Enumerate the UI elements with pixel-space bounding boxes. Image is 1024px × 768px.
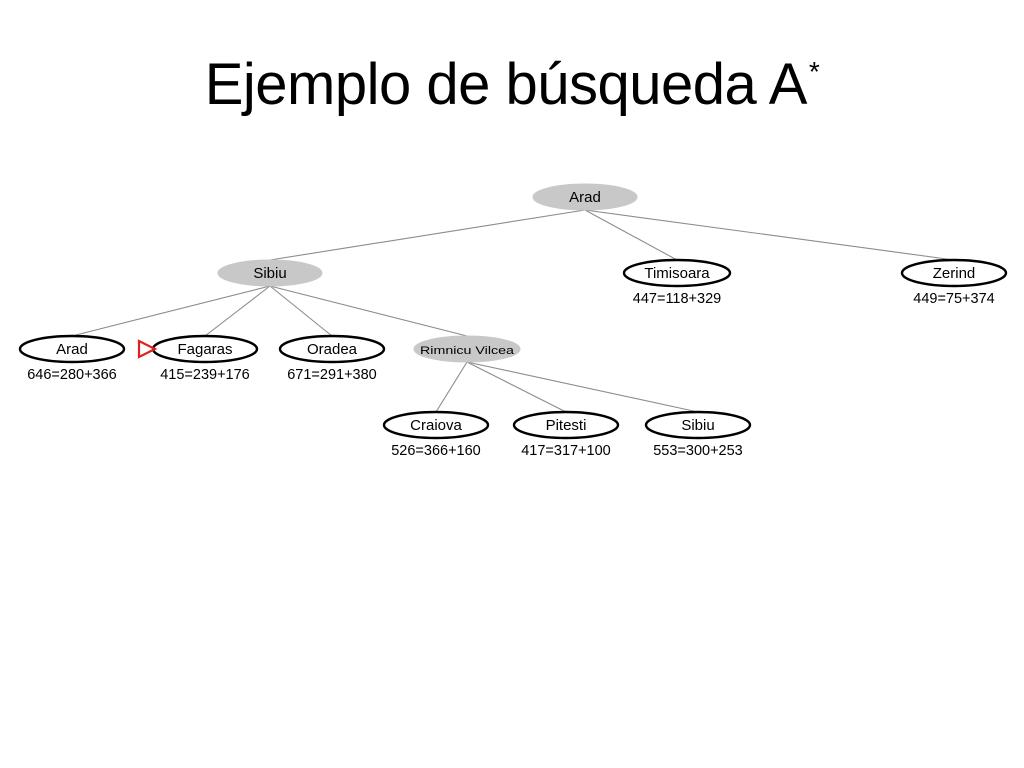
selection-arrow-icon	[137, 339, 158, 359]
tree-node-rimnicu: Rimnicu Vilcea	[413, 335, 521, 363]
edge-sibiu-to-arad_leaf	[71, 285, 271, 337]
node-cost-oradea: 671=291+380	[287, 367, 377, 383]
node-label-oradea: Oradea	[307, 341, 358, 358]
node-cost-fagaras: 415=239+176	[160, 367, 250, 383]
node-ellipse-timisoara	[622, 258, 732, 288]
tree-node-arad_root: Arad	[532, 183, 638, 211]
node-ellipse-zerind	[900, 258, 1008, 288]
tree-node-timisoara: Timisoara 447=118+329	[622, 258, 732, 307]
edge-sibiu-to-fagaras	[204, 285, 271, 337]
tree-node-sibiu: Sibiu	[217, 259, 323, 287]
edge-rimnicu-to-sibiu_leaf	[466, 361, 699, 413]
node-ellipse-arad_root	[532, 183, 638, 211]
node-label-pitesti: Pitesti	[546, 417, 587, 434]
edge-arad_root-to-timisoara	[584, 209, 678, 261]
node-label-fagaras: Fagaras	[177, 341, 232, 358]
node-label-sibiu: Sibiu	[253, 265, 286, 282]
node-ellipse-oradea	[278, 334, 386, 364]
edge-rimnicu-to-pitesti	[466, 361, 567, 413]
node-label-arad_root: Arad	[569, 189, 601, 206]
edge-rimnicu-to-craiova	[435, 361, 468, 413]
node-ellipse-sibiu	[217, 259, 323, 287]
node-ellipse-rimnicu	[413, 335, 521, 363]
node-label-timisoara: Timisoara	[644, 265, 710, 282]
tree-node-craiova: Craiova 526=366+160	[382, 410, 490, 459]
node-ellipse-pitesti	[512, 410, 620, 440]
tree-node-oradea: Oradea 671=291+380	[278, 334, 386, 383]
node-label-zerind: Zerind	[933, 265, 976, 282]
node-cost-zerind: 449=75+374	[913, 291, 994, 307]
node-label-craiova: Craiova	[410, 417, 462, 434]
edge-arad_root-to-zerind	[584, 209, 955, 261]
edge-sibiu-to-rimnicu	[269, 285, 468, 337]
edge-sibiu-to-oradea	[269, 285, 333, 337]
slide-title-superscript: *	[808, 56, 820, 87]
slide-title: Ejemplo de búsqueda A*	[0, 56, 1024, 114]
node-cost-pitesti: 417=317+100	[521, 443, 611, 459]
tree-node-arad_leaf: Arad 646=280+366	[18, 334, 126, 383]
edge-arad_root-to-sibiu	[269, 209, 586, 261]
node-label-arad_leaf: Arad	[56, 341, 88, 358]
node-ellipse-sibiu_leaf	[644, 410, 752, 440]
node-label-rimnicu: Rimnicu Vilcea	[420, 345, 515, 357]
node-cost-arad_leaf: 646=280+366	[27, 367, 117, 383]
node-cost-timisoara: 447=118+329	[633, 291, 721, 307]
tree-edges	[71, 209, 955, 413]
node-ellipse-craiova	[382, 410, 490, 440]
tree-node-pitesti: Pitesti 417=317+100	[512, 410, 620, 459]
tree-node-sibiu_leaf: Sibiu 553=300+253	[644, 410, 752, 459]
node-cost-sibiu_leaf: 553=300+253	[653, 443, 743, 459]
node-label-sibiu_leaf: Sibiu	[681, 417, 714, 434]
slide-title-text: Ejemplo de búsqueda A	[204, 52, 808, 117]
node-cost-craiova: 526=366+160	[391, 443, 481, 459]
tree-node-fagaras: Fagaras 415=239+176	[137, 334, 259, 383]
node-ellipse-arad_leaf	[18, 334, 126, 364]
tree-node-zerind: Zerind 449=75+374	[900, 258, 1008, 307]
